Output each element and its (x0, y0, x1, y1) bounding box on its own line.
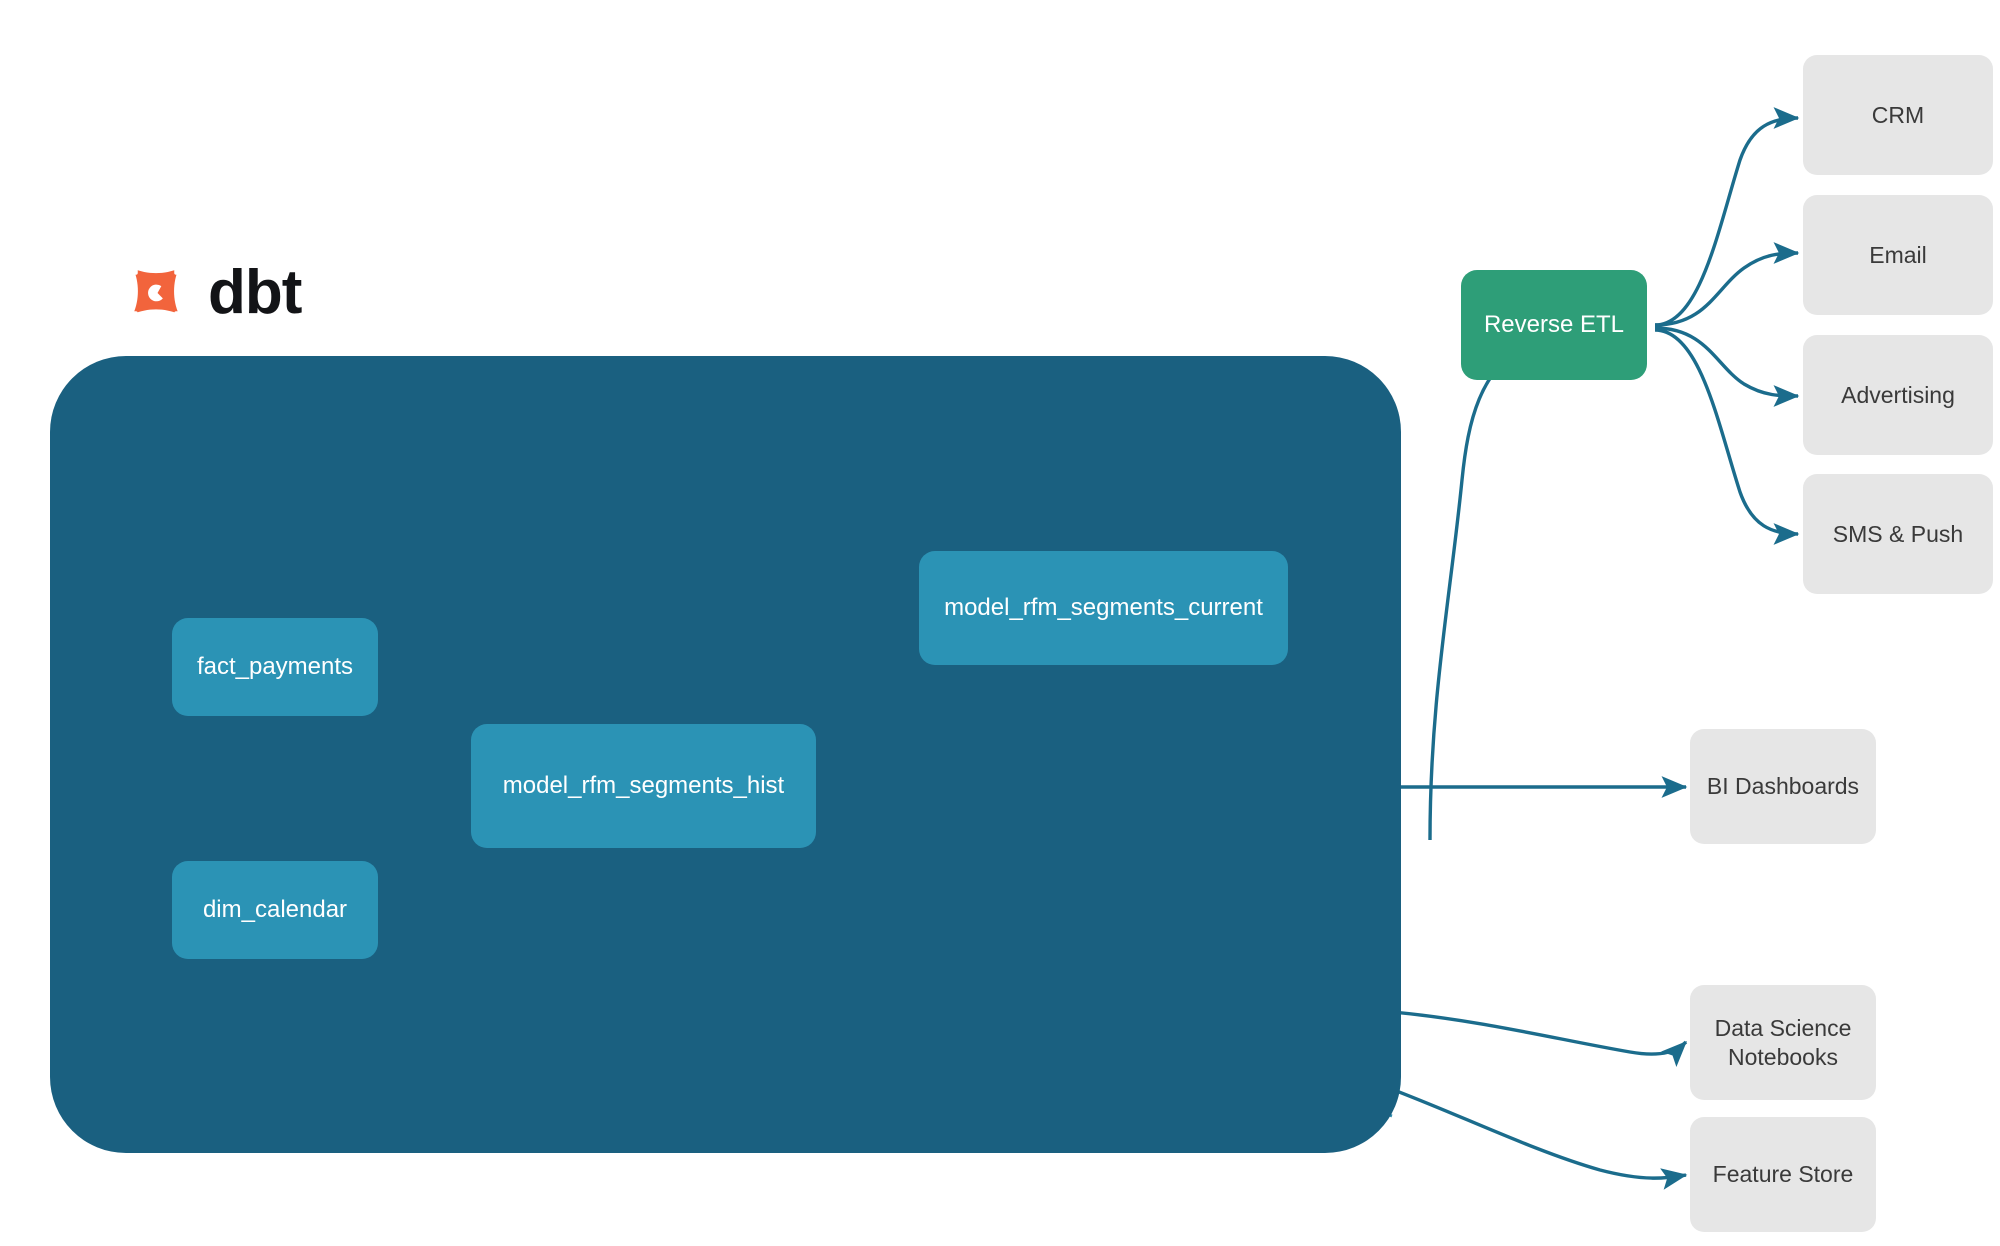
target-node-label-line-1: Data Science (1714, 1014, 1852, 1041)
target-node-label: SMS & Push (1832, 520, 1964, 547)
model-node-label: dim_calendar (202, 896, 348, 923)
model-node-rfm-segments-current[interactable]: model_rfm_segments_current (919, 551, 1288, 665)
model-node-dim-calendar[interactable]: dim_calendar (172, 861, 378, 959)
model-node-label: model_rfm_segments_current (944, 594, 1263, 621)
target-node-sms-push[interactable]: SMS & Push (1803, 474, 1993, 594)
target-node-bi-dashboards[interactable]: BI Dashboards (1690, 729, 1876, 844)
model-node-fact-payments[interactable]: fact_payments (172, 618, 378, 716)
target-node-label: Email (1869, 241, 1927, 268)
target-node-label: CRM (1871, 101, 1925, 128)
brand-logo: dbt (118, 255, 302, 331)
edge-reverse-etl-to-crm (1654, 107, 1800, 327)
dbt-logo-icon (130, 267, 182, 319)
target-node-crm[interactable]: CRM (1803, 55, 1993, 175)
service-node-label: Reverse ETL (1483, 311, 1625, 338)
edge-reverse-etl-to-advertising (1654, 326, 1800, 407)
edge-warehouse-to-feature-store (1377, 1082, 1688, 1190)
target-node-label: Advertising (1841, 381, 1955, 408)
model-node-label: model_rfm_segments_hist (502, 772, 785, 799)
target-node-label: BI Dashboards (1706, 773, 1860, 800)
edge-reverse-etl-to-sms-push (1654, 328, 1800, 545)
service-node-reverse-etl[interactable]: Reverse ETL (1461, 270, 1647, 380)
edge-reverse-etl-to-email (1654, 242, 1800, 327)
target-node-label: Feature Store (1712, 1161, 1854, 1188)
target-node-ds-notebooks[interactable]: Data Science Notebooks (1690, 985, 1876, 1100)
model-node-rfm-segments-hist[interactable]: model_rfm_segments_hist (471, 724, 816, 848)
target-node-email[interactable]: Email (1803, 195, 1993, 315)
target-node-feature-store[interactable]: Feature Store (1690, 1117, 1876, 1232)
edge-warehouse-to-reverse-etl (1428, 340, 1530, 841)
target-node-label-line-2: Notebooks (1728, 1043, 1838, 1070)
model-node-label: fact_payments (196, 653, 354, 680)
target-node-advertising[interactable]: Advertising (1803, 335, 1993, 455)
edge-warehouse-to-ds-notebooks (1391, 1010, 1688, 1067)
dbt-wordmark: dbt (208, 258, 302, 327)
